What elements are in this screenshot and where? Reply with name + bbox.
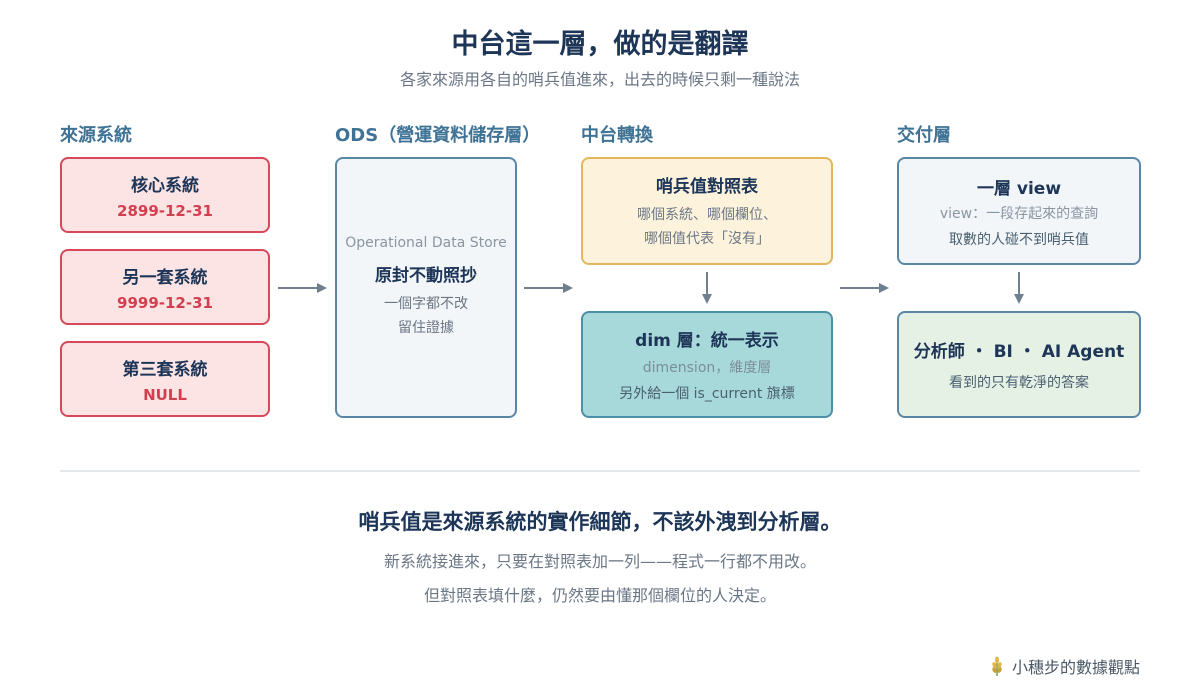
view-subtitle: view：一段存起來的查詢 [939, 205, 1099, 222]
dim-layer-box: dim 層：統一表示 dimension，維度層 另外給一個 is_curren… [581, 311, 833, 418]
source-name: 第三套系統 [122, 359, 208, 380]
dim-note: 另外給一個 is_current 旗標 [619, 386, 795, 402]
column-header-delivery: 交付層 [897, 125, 951, 146]
brand-signature: 小穗步的數據觀點 [990, 654, 1140, 678]
ods-note-line: 一個字都不改 [384, 296, 468, 312]
view-title: 一層 view [976, 178, 1062, 199]
ods-note-line: 留住證據 [398, 320, 454, 336]
column-header-ods: ODS（營運資料儲存層） [335, 125, 541, 146]
ods-english-name: Operational Data Store [345, 235, 507, 251]
page-subtitle: 各家來源用各自的哨兵值進來，出去的時候只剩一種說法 [399, 70, 800, 89]
source-name: 核心系統 [131, 175, 199, 196]
column-header-sources: 來源系統 [60, 125, 132, 146]
brand-name: 小穗步的數據觀點 [1011, 658, 1140, 677]
source-sentinel-value: 2899-12-31 [117, 201, 213, 220]
source-box-third: 第三套系統 NULL [60, 341, 270, 417]
source-name: 另一套系統 [122, 267, 208, 288]
column-header-middle: 中台轉換 [581, 125, 653, 146]
ods-note: 一個字都不改 留住證據 [384, 292, 468, 340]
explanation-line: 新系統接進來，只要在對照表加一列——程式一行都不用改。 [383, 552, 816, 571]
consumers-box: 分析師 ・ BI ・ AI Agent 看到的只有乾淨的答案 [897, 311, 1141, 418]
section-divider [60, 470, 1140, 472]
explanation-line: 但對照表填什麼，仍然要由懂那個欄位的人決定。 [423, 586, 776, 605]
source-box-other: 另一套系統 9999-12-31 [60, 249, 270, 325]
ods-box: Operational Data Store 原封不動照抄 一個字都不改 留住證… [335, 157, 517, 418]
view-layer-box: 一層 view view：一段存起來的查詢 取數的人碰不到哨兵值 [897, 157, 1141, 265]
sentinel-mapping-box: 哨兵值對照表 哪個系統、哪個欄位、 哪個值代表「沒有」 [581, 157, 833, 265]
mapping-note: 哪個系統、哪個欄位、 哪個值代表「沒有」 [637, 203, 777, 251]
mapping-title: 哨兵值對照表 [656, 176, 758, 197]
dim-subtitle: dimension，維度層 [642, 360, 772, 376]
page-title: 中台這一層，做的是翻譯 [451, 29, 749, 60]
source-sentinel-value: NULL [143, 385, 187, 404]
dim-title: dim 層：統一表示 [635, 331, 779, 351]
consumers-title: 分析師 ・ BI ・ AI Agent [913, 342, 1125, 362]
view-note: 取數的人碰不到哨兵值 [949, 231, 1089, 248]
consumers-note: 看到的只有乾淨的答案 [949, 375, 1089, 391]
ods-main-label: 原封不動照抄 [375, 266, 477, 286]
source-sentinel-value: 9999-12-31 [117, 293, 213, 312]
key-message: 哨兵值是來源系統的實作細節，不該外洩到分析層。 [358, 510, 842, 534]
wheat-icon [990, 656, 1004, 676]
source-box-core: 核心系統 2899-12-31 [60, 157, 270, 233]
mapping-note-line: 哪個系統、哪個欄位、 [637, 206, 777, 223]
mapping-note-line: 哪個值代表「沒有」 [644, 230, 770, 247]
